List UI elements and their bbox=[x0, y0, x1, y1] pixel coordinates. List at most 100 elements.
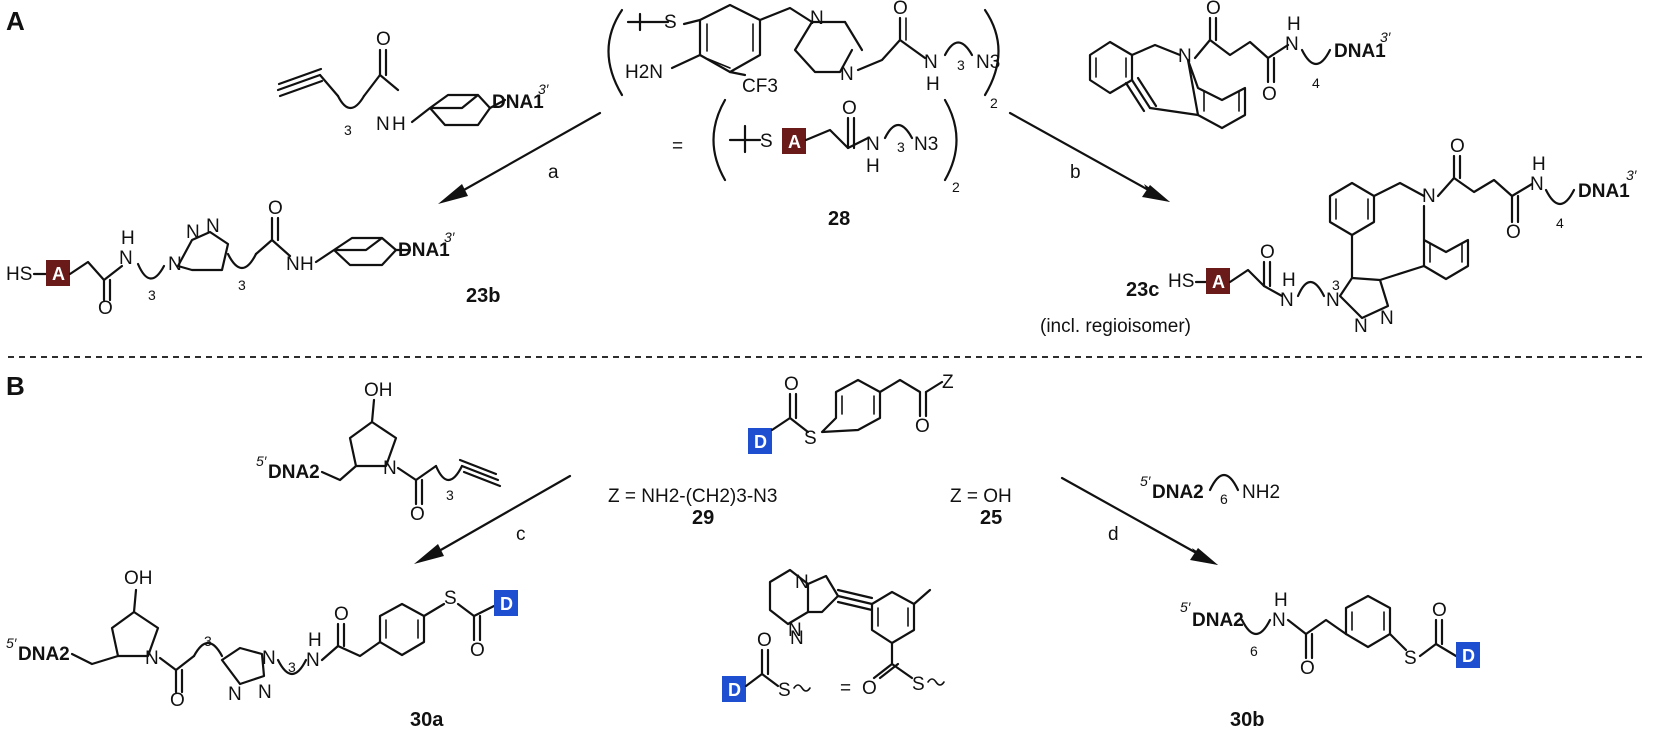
svg-text:N: N bbox=[383, 458, 397, 479]
svg-text:4: 4 bbox=[1556, 215, 1564, 231]
svg-text:S: S bbox=[912, 674, 925, 695]
svg-text:5′: 5′ bbox=[6, 635, 18, 651]
svg-text:N: N bbox=[840, 64, 854, 85]
svg-text:S: S bbox=[444, 588, 457, 609]
svg-text:N: N bbox=[286, 254, 300, 275]
svg-text:OH: OH bbox=[124, 568, 153, 589]
svg-text:H: H bbox=[1287, 14, 1301, 35]
svg-text:O: O bbox=[842, 98, 857, 119]
svg-text:H: H bbox=[121, 228, 135, 249]
svg-text:DNA1: DNA1 bbox=[1578, 181, 1630, 202]
svg-text:N: N bbox=[206, 216, 220, 237]
compound-label-25: 25 bbox=[980, 507, 1002, 529]
svg-text:N: N bbox=[795, 572, 809, 593]
svg-text:S: S bbox=[778, 680, 791, 701]
compound-label-23b: 23b bbox=[466, 285, 500, 307]
svg-text:3: 3 bbox=[344, 122, 352, 138]
condition-b: b bbox=[1070, 162, 1081, 183]
svg-text:DNA2: DNA2 bbox=[268, 462, 320, 483]
svg-text:D: D bbox=[1462, 646, 1475, 666]
svg-text:S: S bbox=[664, 12, 677, 33]
svg-text:2: 2 bbox=[952, 179, 960, 195]
compound-label-30a: 30a bbox=[410, 709, 444, 731]
compound-28-abbreviation: = S A O N H 3 N3 2 bbox=[672, 98, 960, 195]
svg-text:N: N bbox=[376, 114, 390, 135]
svg-text:2: 2 bbox=[990, 95, 998, 111]
svg-text:N: N bbox=[1354, 316, 1368, 337]
compound-label-23c: 23c bbox=[1126, 279, 1159, 301]
svg-text:HS: HS bbox=[1168, 271, 1194, 292]
svg-text:O: O bbox=[862, 678, 877, 699]
svg-text:O: O bbox=[410, 504, 425, 525]
svg-text:O: O bbox=[784, 374, 799, 395]
svg-text:3: 3 bbox=[238, 277, 246, 293]
svg-text:N: N bbox=[924, 52, 938, 73]
compound-23c-structure: HS A O N H 3 N N N N O O N H 4 DNA1 bbox=[1168, 136, 1638, 337]
svg-text:N: N bbox=[1380, 308, 1394, 329]
svg-text:H: H bbox=[392, 114, 406, 135]
svg-text:O: O bbox=[1262, 84, 1277, 105]
svg-text:Z: Z bbox=[942, 372, 954, 393]
svg-text:N3: N3 bbox=[914, 134, 938, 155]
svg-text:H: H bbox=[866, 156, 880, 177]
compound-label-28: 28 bbox=[828, 208, 850, 230]
svg-text:3: 3 bbox=[148, 287, 156, 303]
block-d-30a bbox=[494, 590, 518, 616]
svg-text:O: O bbox=[376, 29, 391, 50]
svg-text:3: 3 bbox=[446, 487, 454, 503]
svg-text:N: N bbox=[262, 648, 276, 669]
svg-text:O: O bbox=[1450, 136, 1465, 157]
svg-text:3: 3 bbox=[897, 139, 905, 155]
svg-text:6: 6 bbox=[1250, 643, 1258, 659]
svg-text:N: N bbox=[1280, 290, 1294, 311]
svg-text:S: S bbox=[1404, 648, 1417, 669]
svg-text:6: 6 bbox=[1220, 491, 1228, 507]
svg-text:N: N bbox=[306, 650, 320, 671]
svg-text:DNA2: DNA2 bbox=[1192, 610, 1244, 631]
svg-text:DNA1: DNA1 bbox=[398, 240, 450, 261]
svg-text:DNA2: DNA2 bbox=[1152, 482, 1204, 503]
svg-text:N: N bbox=[866, 134, 880, 155]
svg-text:O: O bbox=[1432, 600, 1447, 621]
regioisomer-note: (incl. regioisomer) bbox=[1040, 316, 1191, 337]
svg-text:H: H bbox=[1532, 154, 1546, 175]
svg-text:4: 4 bbox=[1312, 75, 1320, 91]
block-d-top bbox=[748, 428, 772, 454]
z-definition-25: Z = OH bbox=[950, 486, 1012, 507]
svg-text:3: 3 bbox=[288, 659, 296, 675]
svg-text:N: N bbox=[1272, 610, 1286, 631]
svg-text:H: H bbox=[300, 254, 314, 275]
svg-text:N: N bbox=[258, 682, 272, 703]
pyrrolidine-alkyne-reagent: OH 5′ DNA2 N O 3 bbox=[256, 380, 502, 525]
svg-text:3′: 3′ bbox=[444, 229, 456, 245]
svg-text:N: N bbox=[145, 648, 159, 669]
svg-text:O: O bbox=[1206, 0, 1221, 19]
svg-text:D: D bbox=[500, 594, 513, 614]
svg-text:DNA1: DNA1 bbox=[1334, 41, 1386, 62]
svg-text:O: O bbox=[470, 640, 485, 661]
svg-text:H: H bbox=[1282, 270, 1296, 291]
svg-text:5′: 5′ bbox=[1140, 473, 1152, 489]
svg-text:N: N bbox=[186, 222, 200, 243]
svg-text:O: O bbox=[893, 0, 908, 19]
block-a-23b bbox=[46, 260, 70, 286]
svg-text:N: N bbox=[1285, 34, 1299, 55]
amine-dna2-reagent: 5′ DNA2 6 NH2 bbox=[1140, 473, 1280, 507]
compound-30a-structure: OH 5′ DNA2 N O 3 N N N 3 N H O S O D bbox=[6, 568, 518, 711]
svg-text:H: H bbox=[926, 74, 940, 95]
svg-text:3: 3 bbox=[204, 633, 212, 649]
condition-c: c bbox=[516, 524, 526, 545]
compound-30b-structure: 5′ DNA2 6 N H O S O D bbox=[1180, 590, 1480, 679]
svg-text:O: O bbox=[757, 630, 772, 651]
svg-text:N: N bbox=[1326, 290, 1340, 311]
block-d-definition-box bbox=[722, 676, 746, 702]
compound-label-29: 29 bbox=[692, 507, 714, 529]
svg-text:H: H bbox=[1274, 590, 1288, 611]
svg-text:O: O bbox=[170, 690, 185, 711]
svg-text:N: N bbox=[810, 8, 824, 29]
svg-text:H2N: H2N bbox=[625, 62, 663, 83]
svg-text:N: N bbox=[119, 248, 133, 269]
svg-text:D: D bbox=[754, 432, 767, 452]
dbco-reagent-b: N O O N H 4 DNA1 3′ bbox=[1088, 0, 1392, 130]
svg-text:CF3: CF3 bbox=[742, 76, 778, 97]
